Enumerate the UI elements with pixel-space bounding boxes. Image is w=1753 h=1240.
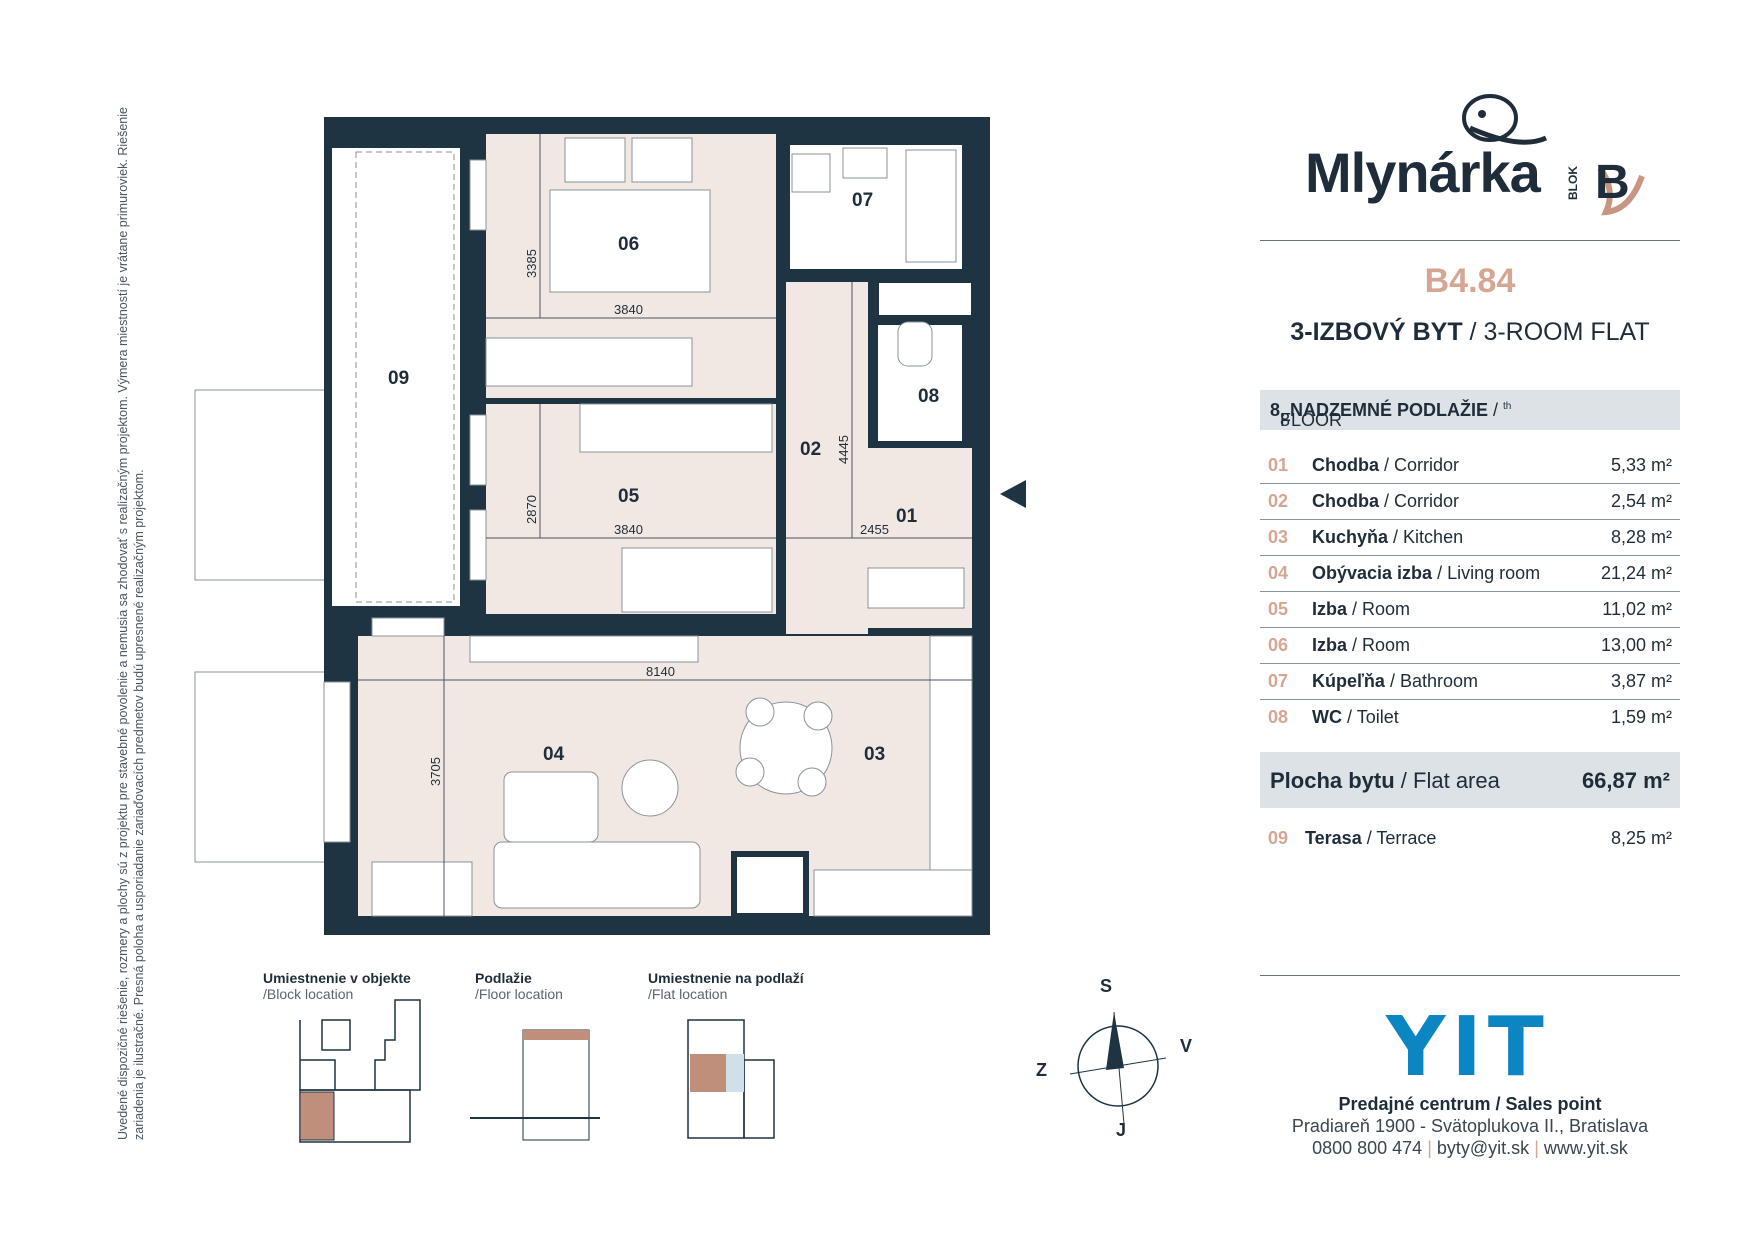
dimension-label: 4445 [836,435,851,464]
chair [745,697,775,727]
room-label: 04 [543,744,565,765]
sales-phone: 0800 800 474 [1312,1138,1423,1158]
total-area: 66,87 m² [1581,768,1670,793]
coffee-table [621,759,679,817]
dimension-label: 2455 [860,522,889,537]
compass-north: S [1100,976,1113,996]
washer [791,153,831,193]
window [323,681,351,843]
armchair [503,771,599,843]
room-label: 07 [852,190,873,211]
brand-name: Mlynárka [1305,141,1541,204]
sales-title: Predajné centrum / Sales point [1338,1094,1602,1114]
sales-contacts: 0800 800 474 | byty@yit.sk | www.yit.sk [1312,1138,1628,1158]
room-label: 08 [918,386,939,407]
compass-west: Z [1036,1060,1047,1080]
sales-web[interactable]: www.yit.sk [1543,1138,1628,1158]
sofa [493,841,701,909]
wardrobe [485,337,693,387]
sales-email[interactable]: byty@yit.sk [1436,1138,1530,1158]
dimension-label: 2870 [524,495,539,524]
block-location-map [299,999,421,1143]
toilet [897,321,933,367]
pillow [631,137,693,183]
window [469,414,487,486]
chair [803,701,833,731]
room-label: 06 [618,234,639,255]
compass-south: J [1116,1120,1127,1140]
room-label: 01 [896,506,918,527]
bed [621,547,773,613]
floor-location-label: Podlažie/Floor location [475,970,563,1002]
kitchen-counter [929,635,973,917]
room-09-terrace [332,148,460,606]
room-label: 09 [388,368,409,389]
room-label: 02 [800,439,821,460]
flat-location-highlight [690,1054,726,1092]
block-location-label: Umiestnenie v objekte/Block location [263,970,411,1002]
bird-logo-icon [1462,94,1645,216]
total-label: Plocha bytu / Flat area [1270,768,1500,793]
compass-east: V [1180,1036,1193,1056]
neighbor-outline [194,671,326,863]
divider [1260,975,1680,976]
tv-unit [469,635,699,663]
divider [1260,240,1680,241]
flat-type: 3-IZBOVÝ BYT / 3-ROOM FLAT [1290,318,1650,346]
block-location-highlight [299,1091,335,1141]
sales-address: Pradiareň 1900 - Svätoplukova II., Brati… [1291,1116,1649,1136]
compass-icon [1069,1011,1167,1125]
room-02 [786,282,868,634]
dimension-label: 3840 [614,302,643,317]
kitchen-counter-bottom [813,869,973,917]
desk [371,861,473,917]
flat-type-en: 3-ROOM FLAT [1483,318,1650,346]
flat-location-side [726,1054,744,1092]
entrance-arrow-icon [1000,480,1026,508]
dimension-label: 8140 [646,664,675,679]
pillow [564,137,626,183]
brand-blok-word: BLOK [1566,166,1580,200]
window [469,509,487,581]
neighbor-outline [194,389,326,581]
dimension-label: 3705 [428,757,443,786]
sink [842,147,888,179]
wardrobe [579,403,773,453]
flat-type-sk: 3-IZBOVÝ BYT [1290,318,1463,346]
chair [735,757,765,787]
total-area-bar: Plocha bytu / Flat area 66,87 m² [1260,752,1680,808]
shoe-cabinet [867,567,965,609]
dimension-label: 3840 [614,522,643,537]
room-label: 03 [864,744,885,765]
flat-location-label: Umiestnenie na podlaží/Flat location [648,970,804,1002]
company-logo: YIT [1386,1000,1550,1095]
window [371,617,445,637]
bed [549,189,711,293]
floor-location-map [470,1029,600,1141]
chair [797,767,827,797]
disclaimer-note: Uvedené dispozičné riešenie, rozmery a p… [116,107,146,1140]
room-label: 05 [618,486,640,507]
shaft [877,281,973,317]
unit-code: B4.84 [1424,262,1516,300]
window [469,159,487,231]
bathtub [905,149,957,263]
terrace-pergola [355,151,455,603]
dimension-label: 3385 [524,249,539,278]
brand-blok-letter: B [1595,156,1630,209]
column [731,851,809,919]
